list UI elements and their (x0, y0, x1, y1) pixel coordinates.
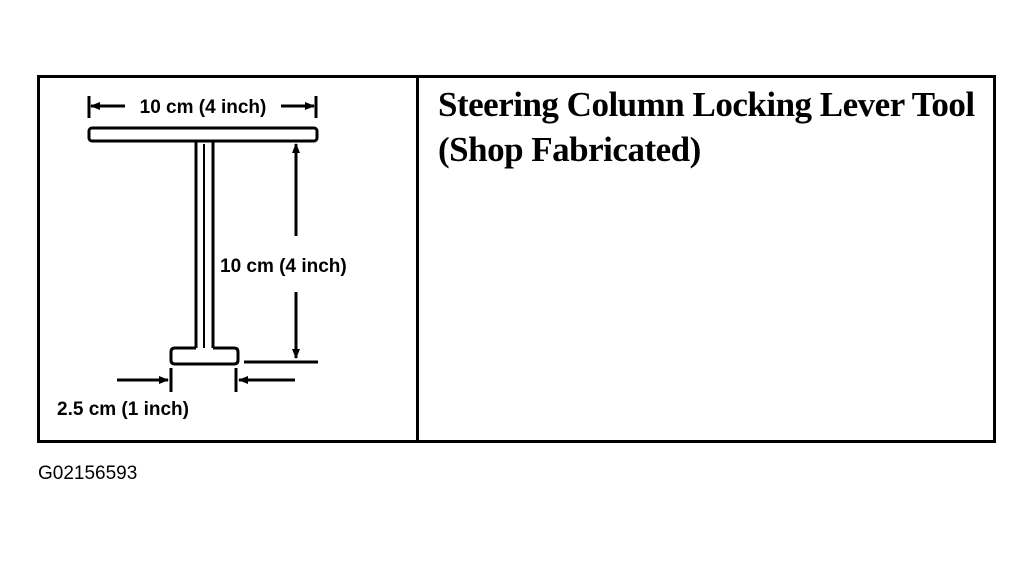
foot-width-dimension: 2.5 cm (1 inch) (57, 368, 295, 420)
tool-title: Steering Column Locking Lever Tool (Shop… (438, 85, 975, 169)
foot-width-label: 2.5 cm (1 inch) (57, 399, 189, 420)
tool-foot (169, 346, 240, 366)
tool-shaft (194, 141, 215, 350)
top-width-label: 10 cm (4 inch) (140, 97, 267, 118)
height-label: 10 cm (4 inch) (220, 256, 347, 277)
figure-id: G02156593 (38, 463, 138, 484)
panel-divider (416, 75, 419, 443)
figure-frame (37, 75, 996, 443)
tool-crossbar (87, 126, 319, 143)
height-dimension: 10 cm (4 inch) (220, 143, 347, 364)
top-width-dimension: 10 cm (4 inch) (87, 96, 318, 118)
